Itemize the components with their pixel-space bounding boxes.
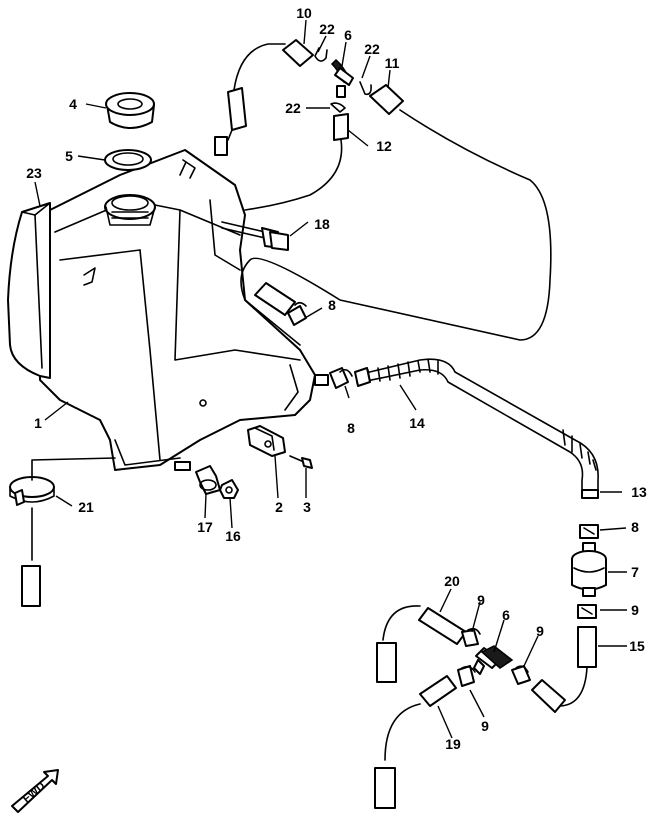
clamp-8-outlet xyxy=(329,367,353,389)
drain-hose xyxy=(21,507,41,607)
callout-6-a: 6 xyxy=(344,27,352,43)
callout-13: 13 xyxy=(631,484,647,500)
side-cover xyxy=(7,202,51,379)
callout-21: 21 xyxy=(78,499,94,515)
leader-lines xyxy=(34,19,627,739)
callout-9-c: 9 xyxy=(536,623,544,639)
callout-3: 3 xyxy=(303,499,311,515)
t-joint-6 xyxy=(473,645,514,675)
clamp-9-filter xyxy=(577,604,597,619)
callout-14: 14 xyxy=(409,415,425,431)
cap-gasket xyxy=(104,149,152,171)
clamp-9-right xyxy=(511,665,531,685)
callout-17: 17 xyxy=(197,519,213,535)
callout-8-b: 8 xyxy=(347,420,355,436)
hose-20 xyxy=(376,605,467,683)
clamp-9-lower xyxy=(457,665,476,687)
callout-6-b: 6 xyxy=(502,607,510,623)
callout-1: 1 xyxy=(34,415,42,431)
fuel-pipe xyxy=(354,358,599,499)
callout-22-c: 22 xyxy=(285,100,301,116)
screw-3 xyxy=(289,455,313,469)
callout-16: 16 xyxy=(225,528,241,544)
bolt-18 xyxy=(221,221,289,251)
callout-22-b: 22 xyxy=(364,41,380,57)
fwd-arrow: FWD xyxy=(11,769,59,813)
damper-17 xyxy=(195,465,221,495)
clamp-9-upper xyxy=(461,627,481,647)
callout-10: 10 xyxy=(296,5,312,21)
callout-2: 2 xyxy=(275,499,283,515)
callout-23: 23 xyxy=(26,165,42,181)
callout-9-b: 9 xyxy=(477,592,485,608)
callout-9-a: 9 xyxy=(631,602,639,618)
callout-9-d: 9 xyxy=(481,718,489,734)
fuel-filter-7 xyxy=(571,542,607,597)
callout-4: 4 xyxy=(69,96,77,112)
callout-5: 5 xyxy=(65,148,73,164)
clamp-21 xyxy=(9,457,116,506)
bracket-2 xyxy=(247,425,286,457)
callout-20: 20 xyxy=(444,573,460,589)
nut-16 xyxy=(219,479,239,499)
fuel-tank xyxy=(39,136,329,471)
hose-lower-right xyxy=(531,679,566,713)
clamp-8-filter xyxy=(579,524,599,539)
vent-hoses xyxy=(227,39,552,346)
callout-11: 11 xyxy=(385,55,400,71)
callout-18: 18 xyxy=(314,216,330,232)
callout-19: 19 xyxy=(445,736,461,752)
hose-15 xyxy=(559,626,597,707)
callout-12: 12 xyxy=(376,138,392,154)
callout-8-c: 8 xyxy=(631,519,639,535)
callout-22-a: 22 xyxy=(319,21,335,37)
callout-8-a: 8 xyxy=(328,297,336,313)
callout-7: 7 xyxy=(631,564,639,580)
callout-15: 15 xyxy=(629,638,645,654)
callout-labels: 10 22 6 22 11 22 12 4 5 23 18 8 1 8 14 2… xyxy=(26,5,647,752)
hose-19 xyxy=(374,675,457,809)
fuel-cap xyxy=(105,92,155,129)
